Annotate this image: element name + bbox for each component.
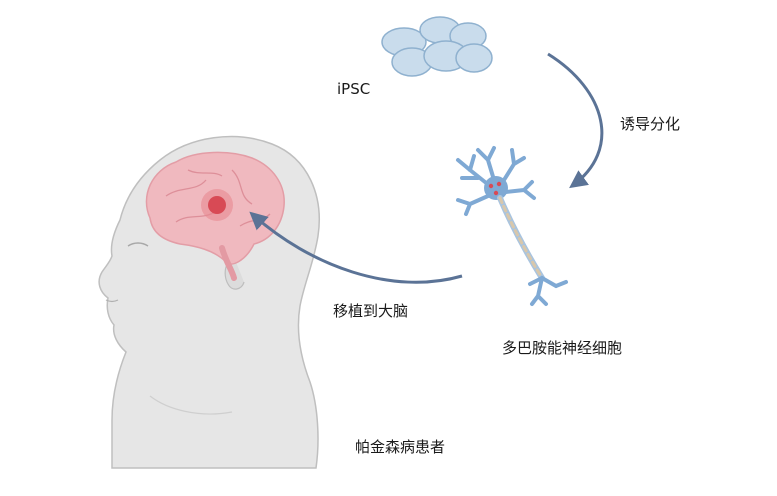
label-differentiation: 诱导分化 xyxy=(620,115,681,133)
ipsc-cell-cluster-icon xyxy=(381,16,493,77)
dopamine-neuron-icon xyxy=(456,146,568,306)
label-transplant: 移植到大脑 xyxy=(333,302,409,320)
lesion-spot xyxy=(208,196,226,214)
label-patient: 帕金森病患者 xyxy=(355,438,446,456)
label-dopamine-neuron: 多巴胺能神经细胞 xyxy=(502,339,623,357)
arrow-transplant xyxy=(249,211,463,284)
brain-icon xyxy=(145,151,285,281)
label-ipsc: iPSC xyxy=(337,80,371,98)
arrow-differentiation xyxy=(547,52,604,189)
